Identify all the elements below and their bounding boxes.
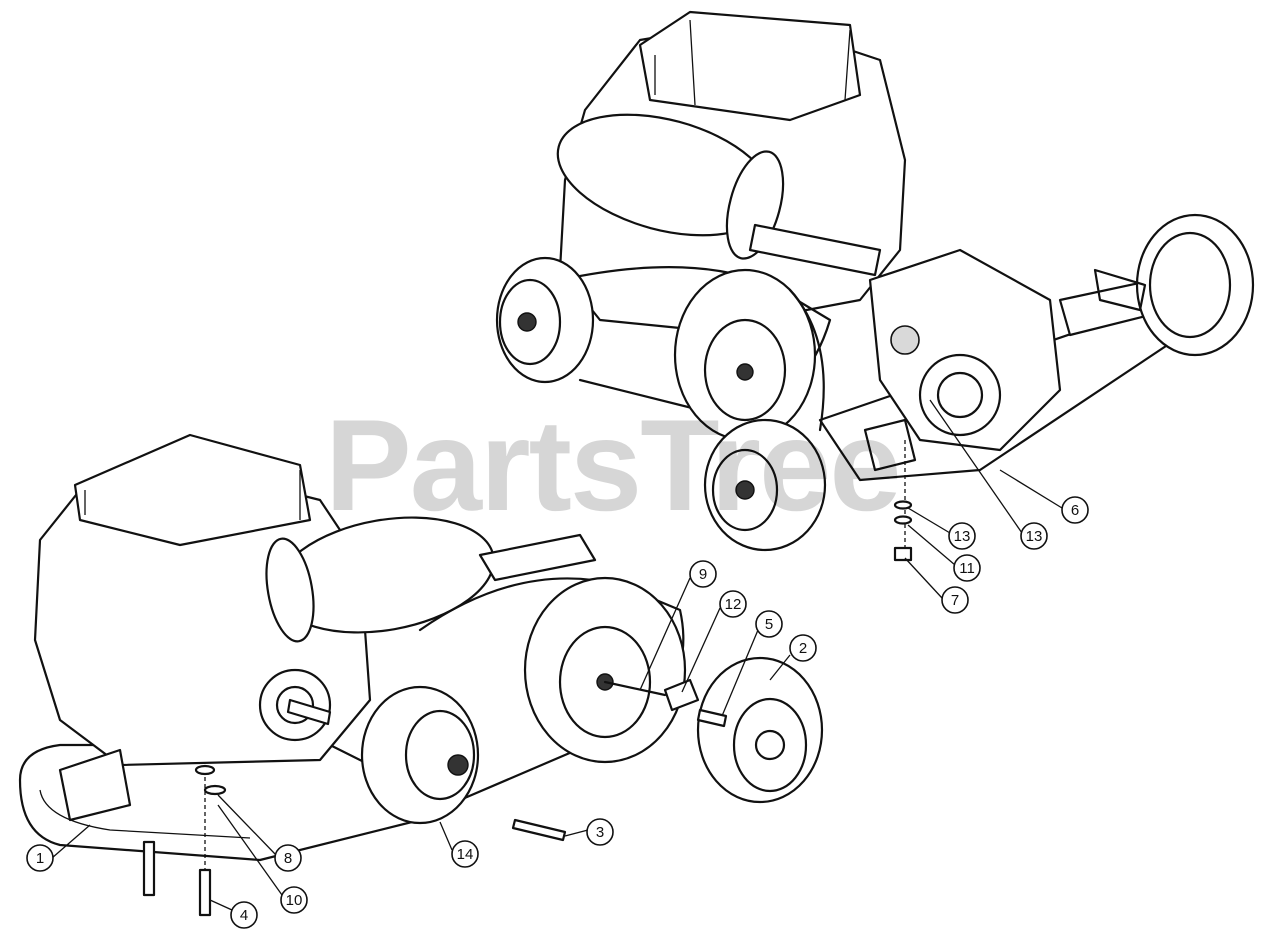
callout-12[interactable]: 12 — [719, 590, 747, 618]
lower-wheel-pin — [696, 708, 728, 728]
upper-drive-shaft — [748, 223, 882, 277]
svg-text:9: 9 — [699, 566, 707, 583]
svg-text:2: 2 — [799, 640, 807, 657]
upper-hub-drum — [495, 256, 595, 384]
upper-air-cleaner-cover — [638, 10, 862, 122]
lower-assembly — [18, 433, 824, 917]
callout-14[interactable]: 14 — [451, 840, 479, 868]
callout-13-upper[interactable]: 13 — [1020, 522, 1048, 550]
callout-8[interactable]: 8 — [274, 844, 302, 872]
lower-air-cleaner-cover — [73, 433, 312, 547]
callout-5[interactable]: 5 — [755, 610, 783, 638]
watermark-text: PartsTree — [325, 392, 900, 538]
svg-text:12: 12 — [725, 596, 742, 613]
callout-13-lower[interactable]: 13 — [948, 522, 976, 550]
svg-text:10: 10 — [286, 892, 303, 909]
svg-text:8: 8 — [284, 850, 292, 867]
lower-bracket — [663, 678, 700, 712]
svg-text:14: 14 — [457, 846, 474, 863]
callout-4[interactable]: 4 — [230, 901, 258, 929]
svg-text:11: 11 — [959, 560, 975, 577]
lower-washer — [203, 784, 227, 796]
callout-2[interactable]: 2 — [789, 634, 817, 662]
upper-transaxle — [868, 248, 1062, 452]
lower-long-bolt — [511, 818, 567, 842]
lower-front-bracket — [58, 748, 132, 822]
lower-brake-drum — [360, 685, 480, 825]
svg-text:6: 6 — [1071, 502, 1079, 519]
lower-pulley-shaft — [603, 680, 667, 697]
lower-wheel-hub — [696, 656, 824, 804]
callout-6[interactable]: 6 — [1061, 496, 1089, 524]
callout-10[interactable]: 10 — [280, 886, 308, 914]
callout-7[interactable]: 7 — [941, 586, 969, 614]
lower-bolt-a — [142, 840, 156, 897]
callout-11[interactable]: 11 — [953, 554, 981, 582]
lower-bolt-b — [198, 868, 212, 917]
svg-text:4: 4 — [240, 907, 248, 924]
svg-text:5: 5 — [765, 616, 773, 633]
lower-spacer — [194, 764, 216, 776]
svg-text:13: 13 — [1026, 528, 1043, 545]
callout-3[interactable]: 3 — [586, 818, 614, 846]
svg-text:7: 7 — [951, 592, 959, 609]
lower-large-pulley — [523, 576, 687, 764]
callout-9[interactable]: 9 — [689, 560, 717, 588]
upper-right-wheel — [1135, 213, 1255, 357]
svg-text:3: 3 — [596, 824, 604, 841]
svg-text:13: 13 — [954, 528, 971, 545]
upper-assembly — [495, 10, 1255, 562]
svg-text:1: 1 — [36, 850, 44, 867]
upper-mount-bracket — [863, 418, 917, 472]
callouts: 1 2 3 4 5 6 7 8 9 10 11 12 13 13 14 — [26, 399, 1089, 929]
callout-1[interactable]: 1 — [26, 844, 54, 872]
